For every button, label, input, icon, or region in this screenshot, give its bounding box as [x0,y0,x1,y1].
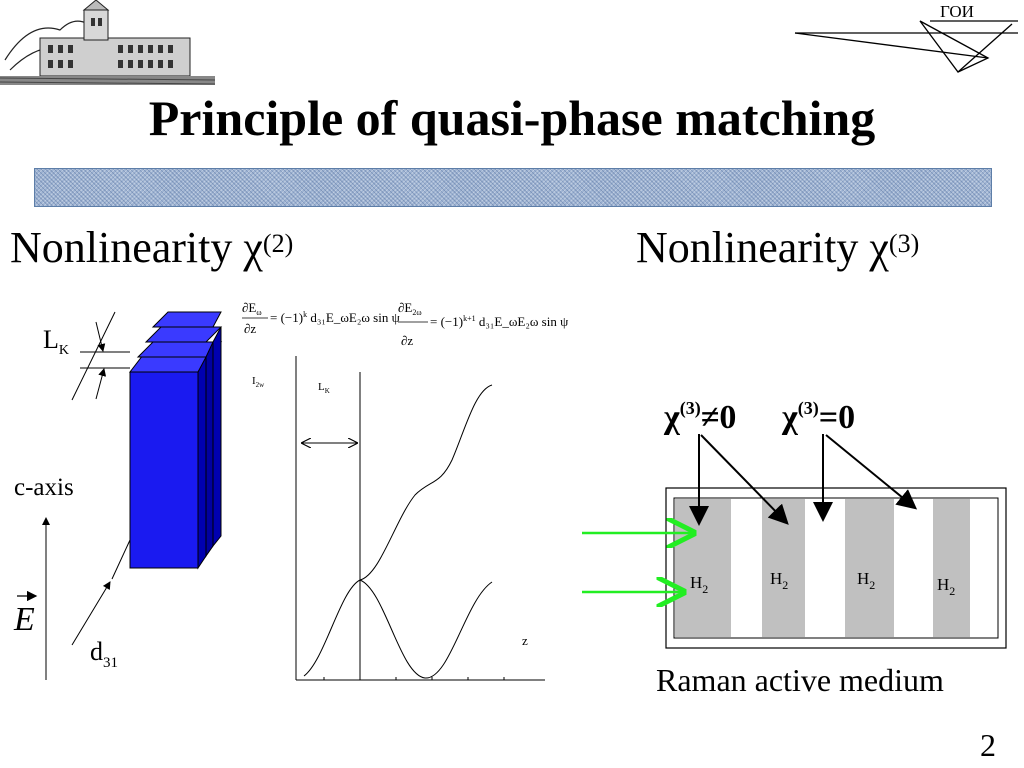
eq1-denominator: ∂z [244,321,256,336]
graph-lk-label: LK [318,381,330,395]
qpm-chi2-diagram: LK c-axis E d31 ∂Eω ∂z = (−1)k d₃₁E_ωE₂ω… [13,300,568,681]
raman-caption: Raman active medium [656,662,944,698]
eq1-rhs: = (−1)k d₃₁E_ωE₂ω sin ψ [270,310,400,325]
chi3-pointer-arrows [689,434,918,526]
lk-dimension-marker [71,311,130,401]
right-heading-sup: (3) [888,229,920,258]
e-field-label: E [13,601,35,638]
h2-label-4: H2 [937,575,955,598]
chi3-nonzero-label: χ(3)≠0 [663,398,736,436]
qpm-growth-curve [303,384,493,677]
h2-cell-1 [675,499,731,637]
title-divider-band [34,168,992,207]
crystal-side-3 [212,326,222,548]
left-heading-sup: (2) [262,229,294,258]
right-heading: Nonlinearity χ(3) [636,222,919,274]
crystal-front-face [129,371,199,569]
left-heading-text: Nonlinearity χ [10,223,263,272]
d31-label: d31 [90,637,118,671]
coupled-equations: ∂Eω ∂z = (−1)k d₃₁E_ωE₂ω sin ψ ∂E2ω ∂z =… [242,300,568,348]
d31-line [111,539,131,580]
left-heading: Nonlinearity χ(2) [10,222,293,274]
chi3-zero-label: χ(3)=0 [781,398,855,436]
slide-title: Principle of quasi-phase matching [148,90,876,146]
periodically-poled-crystal [128,311,223,570]
eq2-numerator: ∂E2ω [398,300,422,317]
right-heading-text: Nonlinearity χ [636,223,889,272]
eq1-numerator: ∂Eω [242,300,262,317]
page-number: 2 [980,727,996,763]
lk-label: LK [43,325,69,358]
goi-logo: ГОИ [794,2,1018,73]
intensity-graph: I2w LK z [252,356,545,681]
non-qpm-oscillation-curve [359,579,493,679]
crystal-side-1 [197,356,207,570]
h2-cell-4 [933,499,970,637]
eq2-rhs: = (−1)k+1 d₃₁E_ωE₂ω sin ψ [430,314,568,329]
eq2-denominator: ∂z [401,333,413,348]
graph-xlabel: z [522,633,528,648]
h2-cell-3 [845,499,894,637]
crystal-layer-top-4 [151,311,222,328]
h2-label-2: H2 [770,569,788,592]
graph-ylabel: I2w [252,375,265,389]
crystal-side-2 [205,341,214,558]
input-beam-arrows [582,533,694,592]
h2-label-3: H2 [857,569,875,592]
crystal-layer-top-3 [144,326,223,343]
logo-text: ГОИ [940,2,974,21]
c-axis-label: c-axis [14,474,74,501]
d31-arrow [71,581,111,646]
raman-chi3-diagram: χ(3)≠0 χ(3)=0 H2 H2 H2 H2 [582,398,1007,649]
institute-building-image [0,0,215,85]
h2-label-1: H2 [690,573,708,596]
